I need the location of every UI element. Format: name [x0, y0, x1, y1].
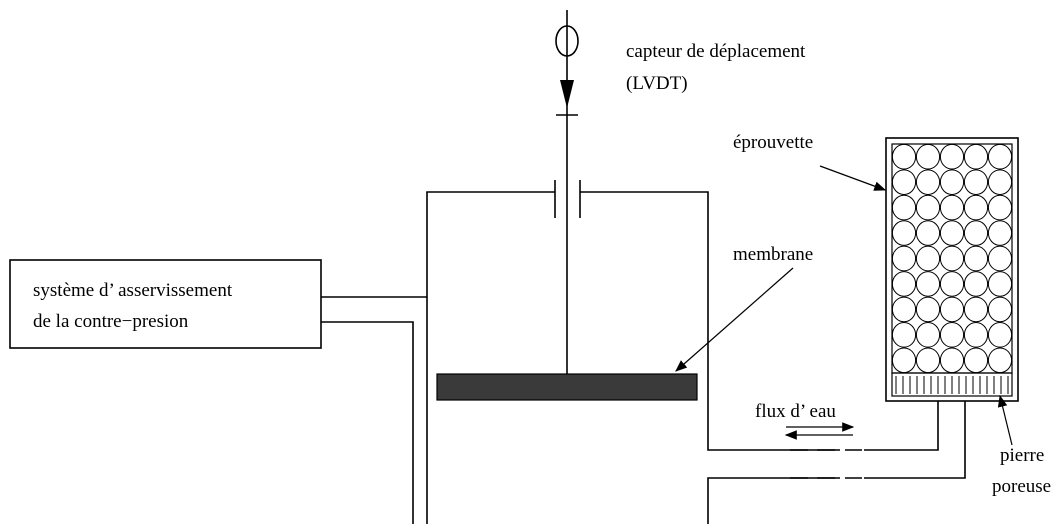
porous-stone-pointer: [997, 394, 1013, 446]
porous-stone-label-line2: poreuse: [992, 476, 1051, 497]
soil-grain: [987, 245, 1013, 272]
soil-grain: [939, 322, 965, 348]
specimen-label: éprouvette: [733, 132, 813, 153]
soil-grain: [963, 194, 989, 221]
soil-grain: [963, 169, 989, 195]
soil-grain: [987, 194, 1013, 221]
soil-grain: [987, 347, 1013, 374]
soil-grain: [987, 271, 1013, 297]
lvdt-sensor: [555, 10, 579, 116]
soil-grain: [891, 245, 917, 272]
soil-grains: [891, 143, 1013, 374]
lvdt-sensor-icon: [555, 25, 579, 57]
soil-grain: [915, 271, 941, 297]
soil-grain: [891, 322, 917, 348]
soil-grain: [939, 296, 965, 323]
soil-grain: [963, 322, 989, 348]
system-label-line2: de la contre−presion: [33, 311, 189, 332]
soil-grain: [891, 296, 917, 323]
soil-grain: [987, 143, 1013, 170]
system-box: [9, 259, 322, 349]
cell-left-wall: [426, 191, 555, 524]
soil-grain: [891, 194, 917, 221]
lvdt-label-line1: capteur de déplacement: [626, 41, 806, 62]
soil-grain: [963, 296, 989, 323]
soil-grain: [939, 194, 965, 221]
soil-grain: [939, 220, 965, 246]
porous-stone-hatching: [895, 376, 1009, 394]
soil-grain: [891, 271, 917, 297]
membrane-pointer: [675, 267, 794, 372]
soil-grain: [891, 143, 917, 170]
pressure-cell: [426, 115, 840, 524]
arrow-head-icon: [560, 80, 574, 108]
soil-grain: [915, 169, 941, 195]
specimen-pointer: [819, 165, 887, 191]
specimen: [885, 137, 1019, 402]
drain-pipe-left-lower: [707, 477, 840, 524]
soil-grain: [939, 271, 965, 297]
soil-grain: [939, 245, 965, 272]
soil-grain: [963, 347, 989, 374]
soil-grain: [915, 194, 941, 221]
porous-stone-label-line1: pierre: [1000, 445, 1044, 466]
lvdt-label-line2: (LVDT): [626, 73, 688, 94]
drain-pipe-right-lower: [864, 401, 966, 479]
specimen-outer-frame: [885, 137, 1019, 402]
soil-grain: [915, 245, 941, 272]
cell-right-wall: [580, 191, 840, 451]
soil-grain: [987, 322, 1013, 348]
system-label-line1: système d’ asservissement: [33, 280, 233, 301]
membrane-plate: [436, 373, 698, 401]
soil-grain: [939, 143, 965, 170]
soil-grain: [963, 143, 989, 170]
membrane-label: membrane: [733, 244, 813, 265]
system-pipe-lower: [321, 321, 414, 524]
soil-grain: [963, 271, 989, 297]
soil-grain: [915, 220, 941, 246]
drain-pipe-right-upper: [864, 401, 939, 451]
soil-grain: [987, 296, 1013, 323]
specimen-sample-frame: [891, 143, 1013, 374]
drainage-pipes: [707, 401, 966, 524]
soil-grain: [915, 143, 941, 170]
soil-grain: [915, 296, 941, 323]
soil-grain: [987, 220, 1013, 246]
water-flow-label: flux d’ eau: [755, 401, 836, 422]
soil-grain: [939, 169, 965, 195]
soil-grain: [891, 169, 917, 195]
soil-grain: [915, 347, 941, 374]
soil-grain: [891, 220, 917, 246]
porous-stone: [891, 372, 1013, 397]
soil-grain: [939, 347, 965, 374]
soil-grain: [915, 322, 941, 348]
soil-grain: [891, 347, 917, 374]
soil-grain: [963, 245, 989, 272]
soil-grain: [963, 220, 989, 246]
back-pressure-system: système d’ asservissement de la contre−p…: [9, 259, 427, 524]
soil-grain: [987, 169, 1013, 195]
